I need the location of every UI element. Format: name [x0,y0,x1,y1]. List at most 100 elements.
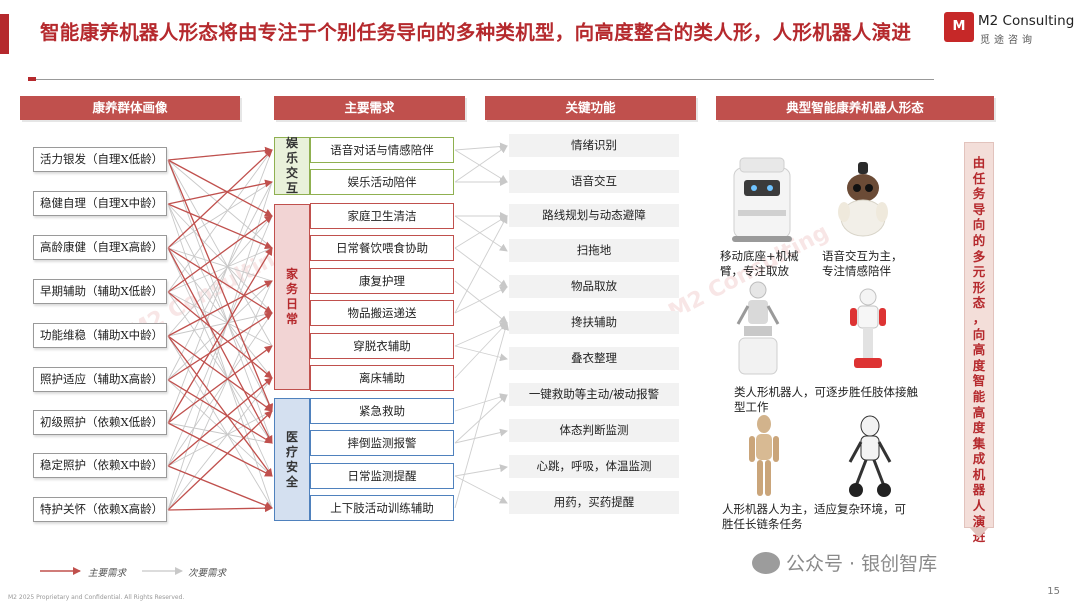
connector-line [454,215,508,314]
m2-logo-icon: M [944,12,974,42]
connector-line [167,335,273,477]
wheeled-humanoid-robot-image [848,415,892,497]
wechat-account-label: 公众号 · 银创智库 [786,553,938,575]
need-item: 上下肢活动训练辅助 [310,495,454,521]
function-item: 扫拖地 [509,239,679,262]
connector-line [454,215,508,249]
function-item: 体态判断监测 [509,419,679,442]
function-item: 叠衣整理 [509,347,679,370]
need-group-household: 家务日常 [274,204,310,390]
connector-line [167,422,273,444]
evolution-banner-text: 由任务导向的多元形态，向高度智能高度集成机器人演进 [972,155,986,545]
function-item: 搀扶辅助 [509,311,679,334]
persona-item: 活力银发（自理X低龄） [33,147,167,172]
logo-mark-letter: M [952,19,966,34]
connector-line [454,145,508,183]
connector-line [454,322,508,379]
wechat-icon [752,552,780,574]
legend-secondary-label: 次要需求 [188,568,227,579]
connector-line [167,179,273,205]
connector-line [167,181,273,249]
page-title: 智能康养机器人形态将由专注于个别任务导向的多种类机型，向高度整合的类人形，人形机… [40,21,912,44]
need-item: 日常餐饮喂食协助 [310,235,454,261]
connector-line [167,159,273,249]
need-group-label: 医疗安全 [285,429,298,489]
connector-line [167,280,273,337]
connector-line [167,377,273,511]
need-item: 语音对话与情感陪伴 [310,137,454,163]
connector-line [167,335,273,412]
connector-line [454,464,508,477]
connector-line [167,410,273,511]
connector-line [454,322,509,509]
companion-robot-image [838,162,888,237]
persona-item: 稳健自理（自理X中龄） [33,191,167,216]
column-header-functions: 关键功能 [485,96,696,120]
humanoid-like-robot-image [850,288,886,368]
connector-line [167,280,273,511]
persona-item: 稳定照护（依赖X中龄） [33,453,167,478]
persona-item: 高龄康健（自理X高龄） [33,235,167,260]
need-item: 家庭卫生清洁 [310,203,454,229]
connector-line [167,247,273,424]
need-item: 娱乐活动陪伴 [310,169,454,195]
connector-line [167,215,273,467]
connector-line [167,291,273,347]
need-group-label: 家务日常 [285,267,298,326]
connector-line [454,149,508,183]
accent-bar [0,14,9,54]
connector-line [167,422,273,477]
evolution-banner: 由任务导向的多元形态，向高度智能高度集成机器人演进 [964,142,994,544]
service-robot-image [736,281,780,375]
connector-line [167,203,273,314]
need-item: 日常监测提醒 [310,463,454,489]
connector-line [454,280,508,324]
persona-item: 初级照护（依赖X低龄） [33,410,167,435]
robot-caption-humanoid: 人形机器人为主，适应复杂环境，可胜任长链条任务 [722,502,906,531]
need-group-entertainment: 娱乐交互 [274,136,310,195]
connector-line [167,247,273,444]
function-item: 情绪识别 [509,134,679,157]
connector-line [167,203,273,509]
persona-item: 特护关怀（依赖X高龄） [33,497,167,522]
function-item: 路线规划与动态避障 [509,204,679,227]
connector-line [167,379,273,444]
function-item: 用药，买药提醒 [509,491,679,514]
connector-line [167,146,273,161]
persona-item: 早期辅助（辅助X低龄） [33,279,167,304]
need-item: 穿脱衣辅助 [310,333,454,359]
connector-line [454,322,508,347]
logo-name: M2 Consulting [978,13,1075,29]
connector-line [167,247,273,477]
need-item: 摔倒监测报警 [310,430,454,456]
connector-line [167,410,273,467]
persona-item: 功能维稳（辅助X中龄） [33,323,167,348]
need-item: 离床辅助 [310,365,454,391]
connector-line [454,142,508,151]
header-rule-accent [28,77,36,81]
connector-line [167,377,273,467]
persona-item: 照护适应（辅助X高龄） [33,367,167,392]
connector-line [167,159,274,412]
evolution-arrow-icon [970,528,988,538]
function-item: 心跳，呼吸，体温监测 [509,455,679,478]
connector-line [454,286,508,314]
function-item: 一键救助等主动/被动报警 [509,383,679,406]
connector-line [454,393,508,412]
connector-line [167,159,273,444]
column-header-persona: 康养群体画像 [20,96,240,120]
connector-line [167,203,273,412]
connector-line [167,159,273,347]
connector-line [167,312,273,467]
connector-line [167,504,273,513]
connector-line [167,312,273,337]
robot-caption-companion: 语音交互为主，专注情感陪伴 [822,249,903,278]
connector-line [167,345,273,424]
footer-copyright: M2 2025 Proprietary and Confidential. Al… [8,594,185,601]
column-header-needs: 主要需求 [274,96,465,120]
connector-line [167,149,273,293]
function-item: 物品取放 [509,275,679,298]
connector-line [167,203,273,249]
connector-line [454,475,508,504]
connector-line [454,215,508,252]
